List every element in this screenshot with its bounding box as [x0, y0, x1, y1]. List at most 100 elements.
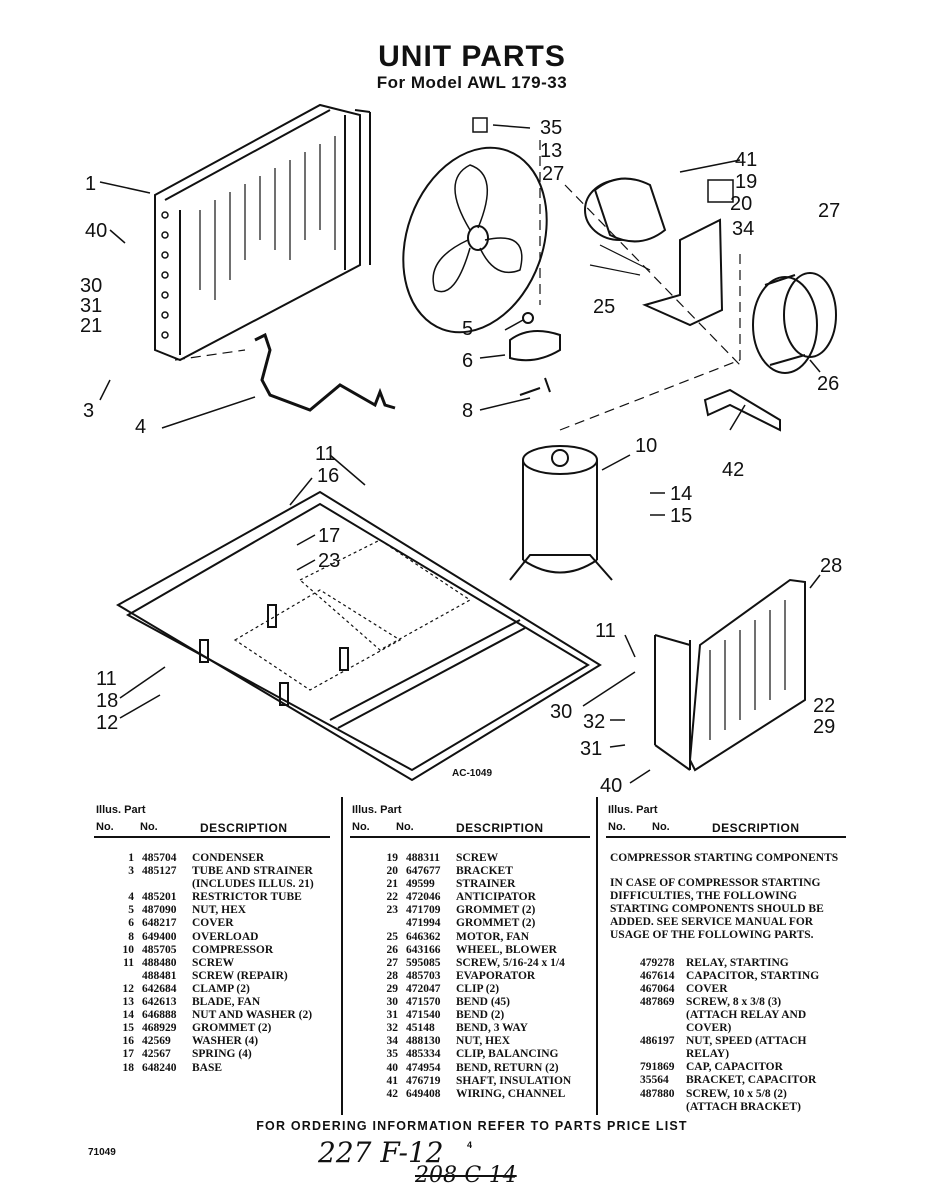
header-illus-part: Illus. Part — [608, 804, 658, 816]
description: SCREW — [192, 956, 235, 969]
illus-no — [606, 1074, 640, 1087]
part-no: 487880 — [640, 1087, 675, 1100]
illus-no: 21 — [386, 878, 399, 891]
part-no: 42569 — [142, 1035, 171, 1048]
description: NUT, SPEED (ATTACH — [686, 1035, 807, 1048]
illus-no: 4 — [128, 891, 134, 904]
part-no: 646888 — [142, 1009, 177, 1022]
description: BLADE, FAN — [192, 996, 261, 1009]
illus-no: 16 — [122, 1035, 135, 1048]
callout-31-b: 31 — [580, 738, 602, 760]
callout-17: 17 — [318, 525, 340, 547]
fan-motor-drawing — [584, 177, 667, 276]
callout-26: 26 — [817, 373, 839, 395]
part-no: 476719 — [406, 1074, 441, 1087]
part-no — [142, 878, 192, 891]
header-illus-part: Illus. Part — [96, 804, 146, 816]
description: BRACKET — [456, 865, 513, 878]
description: GROMMET (2) — [456, 904, 536, 917]
part-no: 649400 — [142, 930, 177, 943]
callout-40-b: 40 — [600, 775, 622, 797]
part-no: 471540 — [406, 1009, 441, 1022]
callout-30-b: 30 — [550, 701, 572, 723]
description: SCREW — [456, 852, 499, 864]
part-no: 472046 — [406, 891, 441, 904]
illus-no: 6 — [128, 917, 134, 930]
illus-no — [606, 1048, 640, 1061]
callout-1: 1 — [85, 173, 96, 195]
header-description: DESCRIPTION — [456, 821, 544, 835]
callout-6: 6 — [462, 350, 473, 372]
callout-29: 29 — [813, 716, 835, 738]
model-subtitle: For Model AWL 179-33 — [376, 73, 568, 92]
callout-27-a: 27 — [542, 163, 564, 185]
description: GROMMET (2) — [192, 1022, 272, 1035]
callout-4: 4 — [135, 416, 146, 438]
callout-13: 13 — [540, 140, 562, 162]
illus-no: 27 — [386, 956, 399, 969]
description: BRACKET, CAPACITOR — [686, 1074, 817, 1087]
table-row: (ATTACH RELAY AND — [606, 1009, 846, 1022]
part-no: 487869 — [640, 995, 675, 1008]
illus-no — [606, 996, 640, 1009]
callout-31: 31 — [80, 295, 102, 317]
header-description: DESCRIPTION — [200, 821, 288, 835]
description: SCREW, 5/16-24 x 1/4 — [456, 956, 565, 969]
part-no — [640, 1022, 686, 1035]
callout-12: 12 — [96, 712, 118, 734]
description: CLIP, BALANCING — [456, 1048, 559, 1061]
header-description: DESCRIPTION — [712, 821, 800, 835]
description: ANTICIPATOR — [456, 891, 536, 904]
illus-no: 41 — [386, 1074, 399, 1087]
illus-no — [606, 983, 640, 996]
table-row: COVER) — [606, 1022, 846, 1035]
illus-no: 22 — [386, 891, 399, 904]
part-no: 471570 — [406, 996, 441, 1009]
illus-no: 31 — [386, 1009, 399, 1022]
description: (ATTACH RELAY AND — [686, 1008, 807, 1021]
description: CAPACITOR, STARTING — [686, 969, 820, 982]
part-no: 485201 — [142, 891, 177, 904]
header-part-no: No. — [396, 821, 414, 833]
illus-no — [606, 970, 640, 983]
illus-no: 35 — [386, 1048, 399, 1061]
parts-table-column-3: Illus. Part No. No. DESCRIPTION COMPRESS… — [606, 802, 846, 1114]
callout-14: 14 — [670, 483, 692, 505]
drawing-code: AC-1049 — [452, 768, 492, 779]
description: BEND, RETURN (2) — [456, 1061, 559, 1074]
header-illus-no: No. — [96, 821, 114, 833]
description: WHEEL, BLOWER — [456, 943, 557, 956]
illus-no: 15 — [122, 1022, 135, 1035]
illus-no: 13 — [122, 996, 135, 1009]
illus-no — [606, 1061, 640, 1074]
part-no: 643166 — [406, 943, 441, 956]
illus-no: 29 — [386, 982, 399, 995]
description: RELAY, STARTING — [686, 956, 789, 969]
description: NUT AND WASHER (2) — [192, 1009, 313, 1022]
description: OVERLOAD — [192, 930, 259, 943]
callout-32: 32 — [583, 711, 605, 733]
illus-no: 42 — [386, 1087, 399, 1100]
illus-no: 10 — [122, 943, 135, 956]
blower-wheel-drawing — [752, 272, 837, 374]
illus-no — [606, 1088, 640, 1101]
illus-no — [606, 1035, 640, 1048]
table-header: Illus. Part No. No. DESCRIPTION — [350, 802, 590, 838]
